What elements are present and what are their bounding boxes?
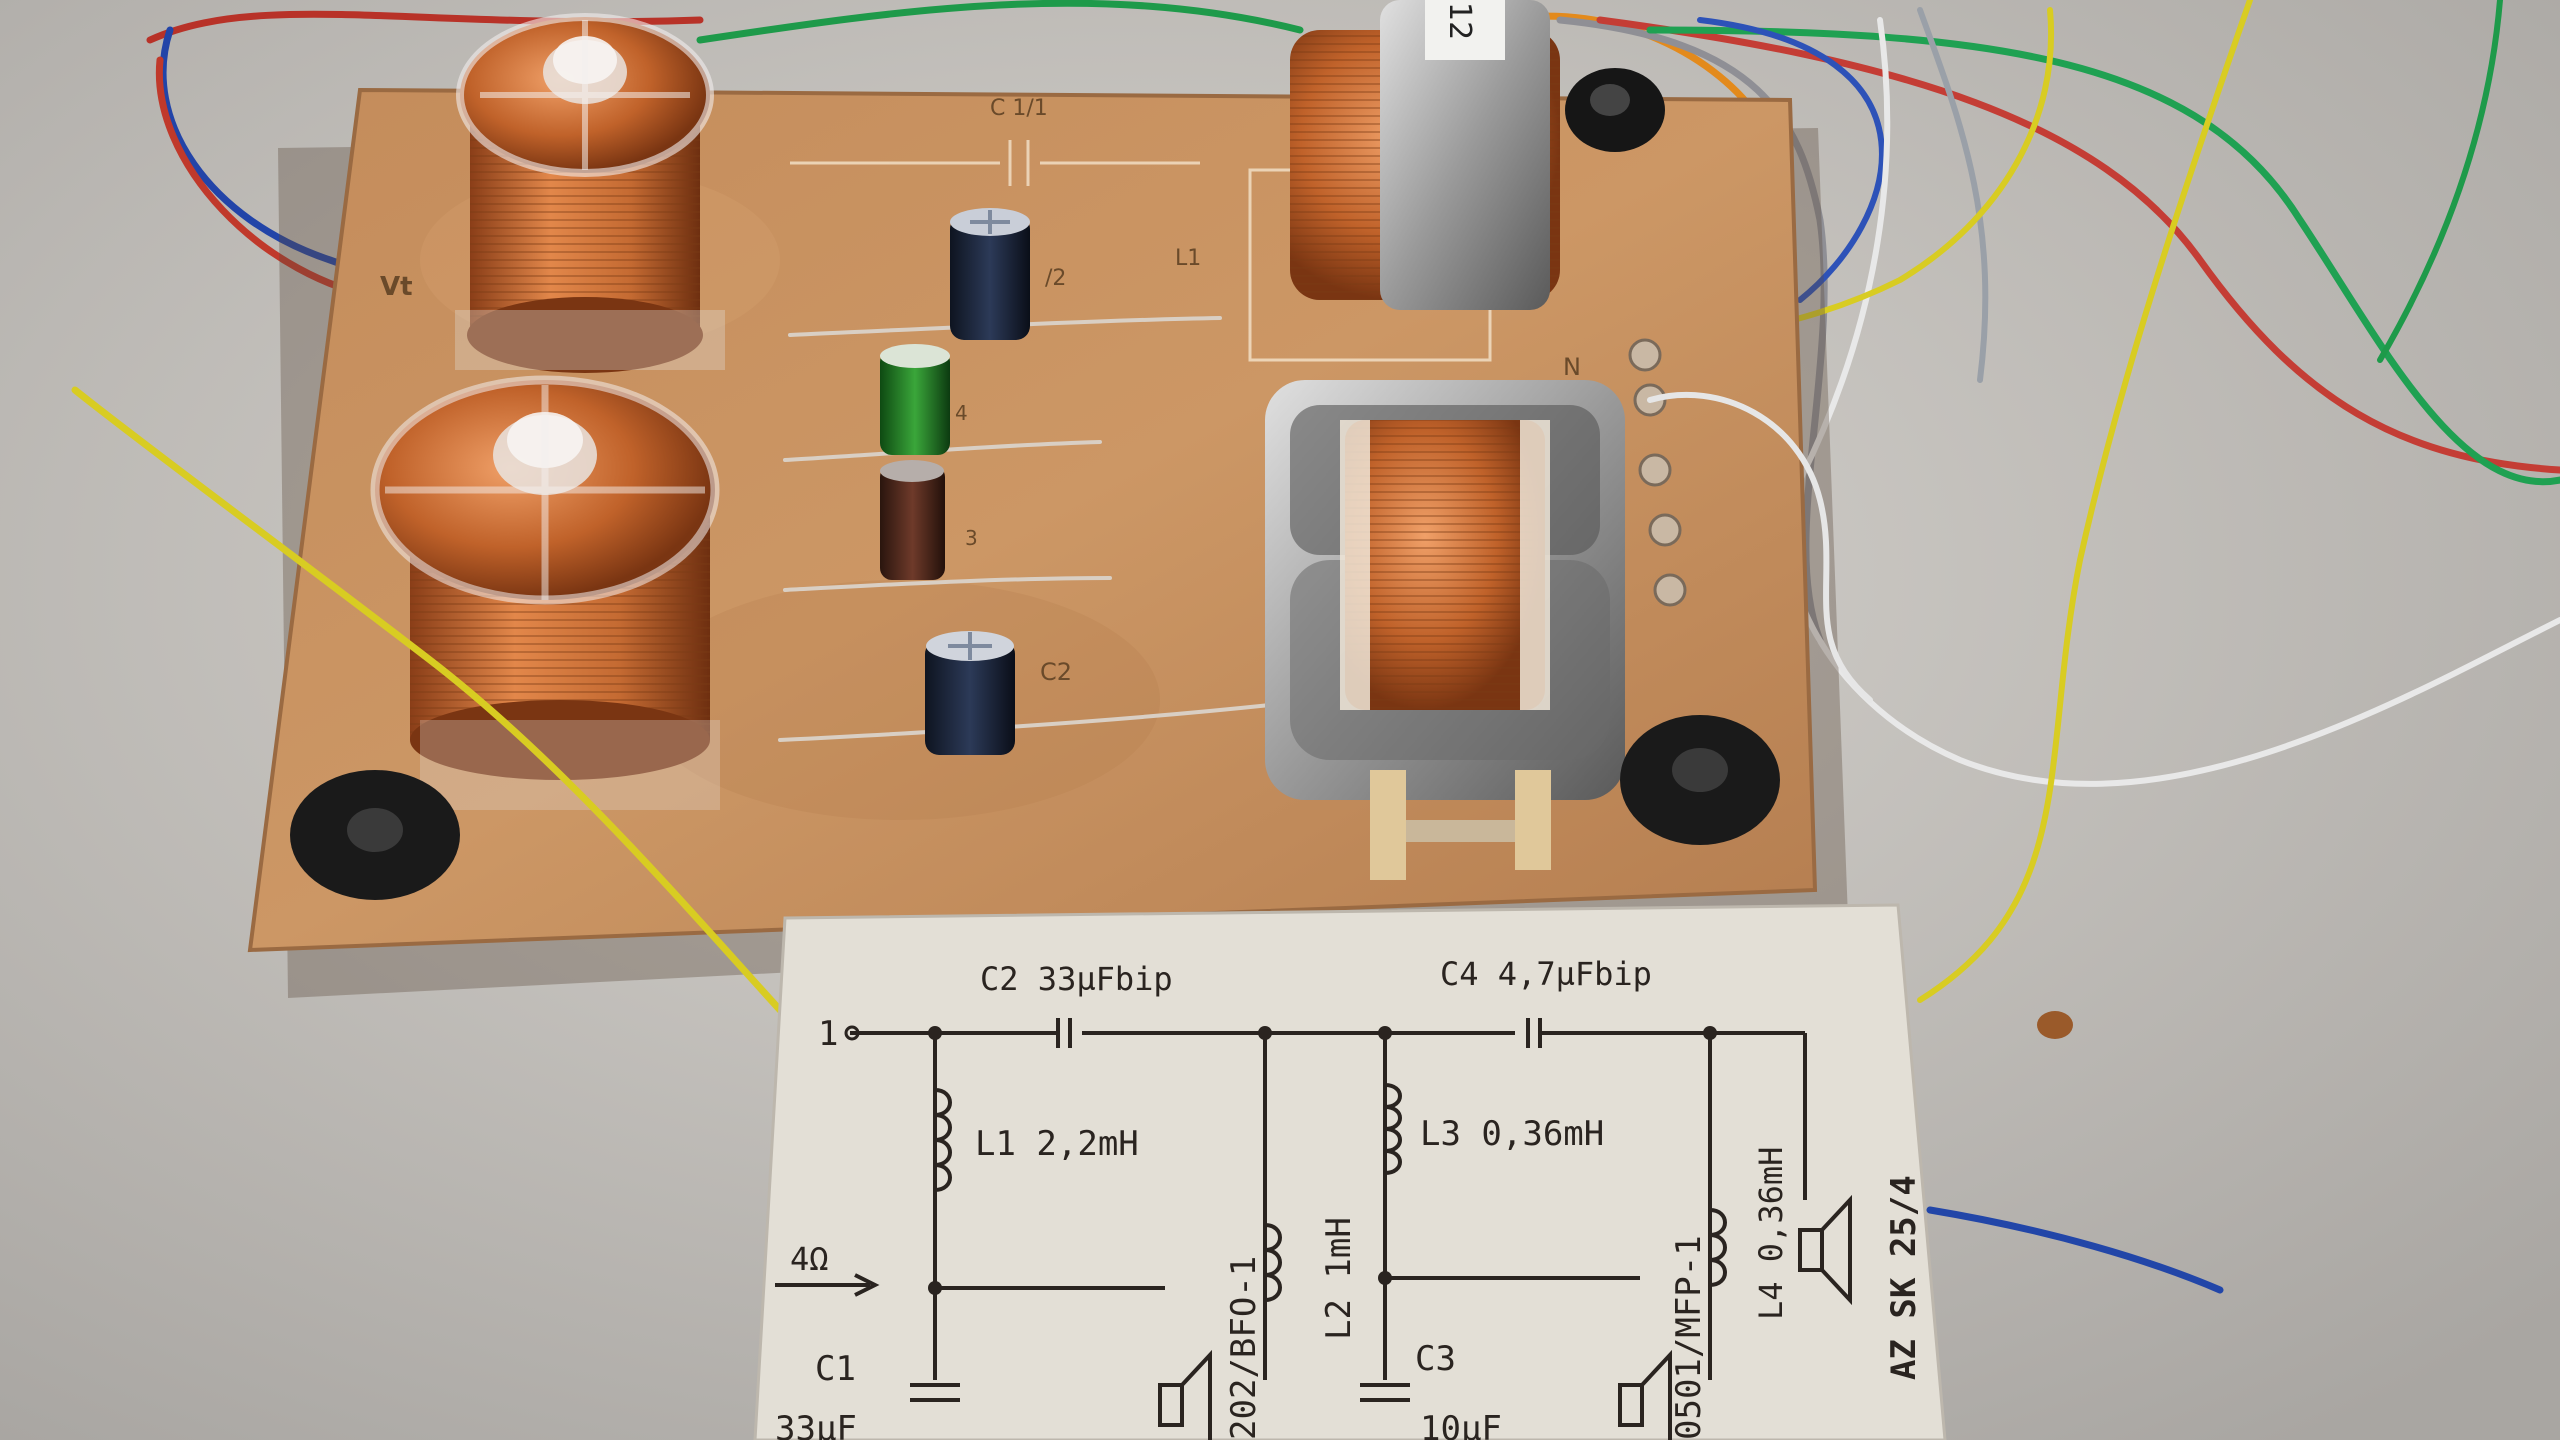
capacitor-c2	[925, 631, 1015, 755]
wire-bundle-front	[71, 386, 2224, 1294]
transformer-e-core	[1265, 380, 1625, 880]
pcb-label-n2: /2	[1045, 266, 1066, 291]
schematic-c2: C2 33µFbip	[980, 960, 1173, 998]
schematic-l4: L4 0,36mH	[1752, 1147, 1790, 1320]
terminal-block	[1628, 338, 1687, 607]
capacitor-green	[880, 344, 950, 455]
pcb-label-vt: Vt	[380, 272, 413, 302]
schematic-l3: L3 0,36mH	[1420, 1114, 1604, 1154]
schematic-tw1: 202/BFO-1	[1224, 1256, 1264, 1440]
air-core-inductor-top	[455, 13, 725, 373]
schematic-l2: L2 1mH	[1319, 1217, 1359, 1340]
pcb-label-n: N	[1563, 353, 1581, 381]
schematic-wiring	[775, 1018, 1807, 1402]
wire-bundle-back	[146, 0, 2560, 1003]
schematic-card: 1 C2 33µFbip C4 4,7µFbip L1 2,2mH L3 0,3…	[753, 903, 1947, 1440]
schematic-junctions	[844, 1025, 1717, 1295]
schematic-l1: L1 2,2mH	[975, 1124, 1139, 1164]
pcb-label-n4: 4	[955, 401, 968, 425]
pcb-label-c11: C 1/1	[990, 96, 1048, 121]
schematic-tw2: 0501/MFP-1	[1669, 1235, 1709, 1440]
air-core-inductor-bottom	[370, 375, 720, 810]
schematic-c3: C3	[1415, 1339, 1456, 1379]
transformer-label: 12	[1442, 2, 1477, 40]
pcb-label-n3: 3	[965, 526, 978, 550]
schematic-input: 4Ω	[790, 1240, 829, 1278]
schematic-c1: C1	[815, 1349, 856, 1389]
schematic-terminal: 1	[818, 1014, 838, 1054]
schematic-speakers	[1158, 1194, 1852, 1440]
pcb-labels: C 1/1 L1 /2 4 3 C2 Vt N H S	[380, 96, 1581, 686]
schematic-speaker: AZ SK 25/4	[1884, 1175, 1924, 1380]
capacitor-c11	[950, 208, 1030, 340]
transformer-top: 12	[1290, 0, 1665, 310]
capacitor-brown	[880, 460, 945, 580]
pcb-label-l1: L1	[1175, 246, 1201, 271]
schematic-c4: C4 4,7µFbip	[1440, 955, 1652, 993]
schematic-c3-value: 10µF	[1420, 1409, 1502, 1440]
pcb-label-c2: C2	[1040, 658, 1072, 686]
rubber-feet	[290, 715, 1780, 900]
schematic-coils	[934, 1083, 1727, 1302]
solder-blob	[2037, 1011, 2073, 1039]
schematic-c1-value: 33µF	[775, 1409, 857, 1440]
